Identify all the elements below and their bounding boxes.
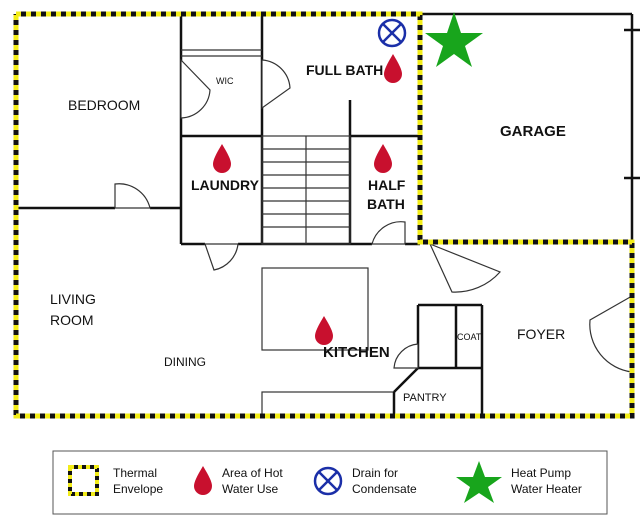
legend-hpwh-2: Water Heater <box>511 482 582 496</box>
label-foyer: FOYER <box>517 326 565 342</box>
water-drop-icon <box>213 144 231 173</box>
label-half-bath-2: BATH <box>367 196 405 212</box>
label-living-2: ROOM <box>50 312 94 328</box>
label-dining: DINING <box>164 355 206 369</box>
legend-hot-water-1: Area of Hot <box>222 466 283 480</box>
hot-water-markers <box>213 54 402 345</box>
label-living-1: LIVING <box>50 291 96 307</box>
label-garage: GARAGE <box>500 123 566 140</box>
label-laundry: LAUNDRY <box>191 177 260 193</box>
legend-star-icon <box>456 461 502 503</box>
label-pantry: PANTRY <box>403 392 447 404</box>
label-kitchen: KITCHEN <box>323 344 390 361</box>
walls <box>16 12 640 417</box>
legend-hpwh-1: Heat Pump <box>511 466 571 480</box>
label-full-bath: FULL BATH <box>306 62 383 78</box>
water-drop-icon <box>374 144 392 173</box>
legend-drain-1: Drain for <box>352 466 398 480</box>
staircase <box>261 135 351 245</box>
drain-icon <box>377 18 407 48</box>
legend-drain-2: Condensate <box>352 482 417 496</box>
legend-hot-water-2: Water Use <box>222 482 279 496</box>
thermal-envelope <box>13 11 635 419</box>
legend: Thermal Envelope Area of Hot Water Use D… <box>52 450 608 515</box>
legend-water-drop-icon <box>194 466 212 495</box>
label-bedroom: BEDROOM <box>68 97 140 113</box>
water-drop-icon <box>384 54 402 83</box>
label-half-bath-1: HALF <box>368 177 406 193</box>
doors <box>114 58 633 373</box>
room-labels: BEDROOM WIC FULL BATH GARAGE LAUNDRY HAL… <box>50 62 566 404</box>
thermal-envelope-swatch-icon <box>68 465 99 496</box>
legend-thermal-1: Thermal <box>113 466 157 480</box>
water-drop-icon <box>315 316 333 345</box>
label-coat: COAT <box>457 332 482 342</box>
label-wic: WIC <box>216 76 234 86</box>
legend-thermal-2: Envelope <box>113 482 163 496</box>
legend-drain-icon <box>313 466 343 496</box>
heat-pump-star-icon <box>425 12 483 67</box>
